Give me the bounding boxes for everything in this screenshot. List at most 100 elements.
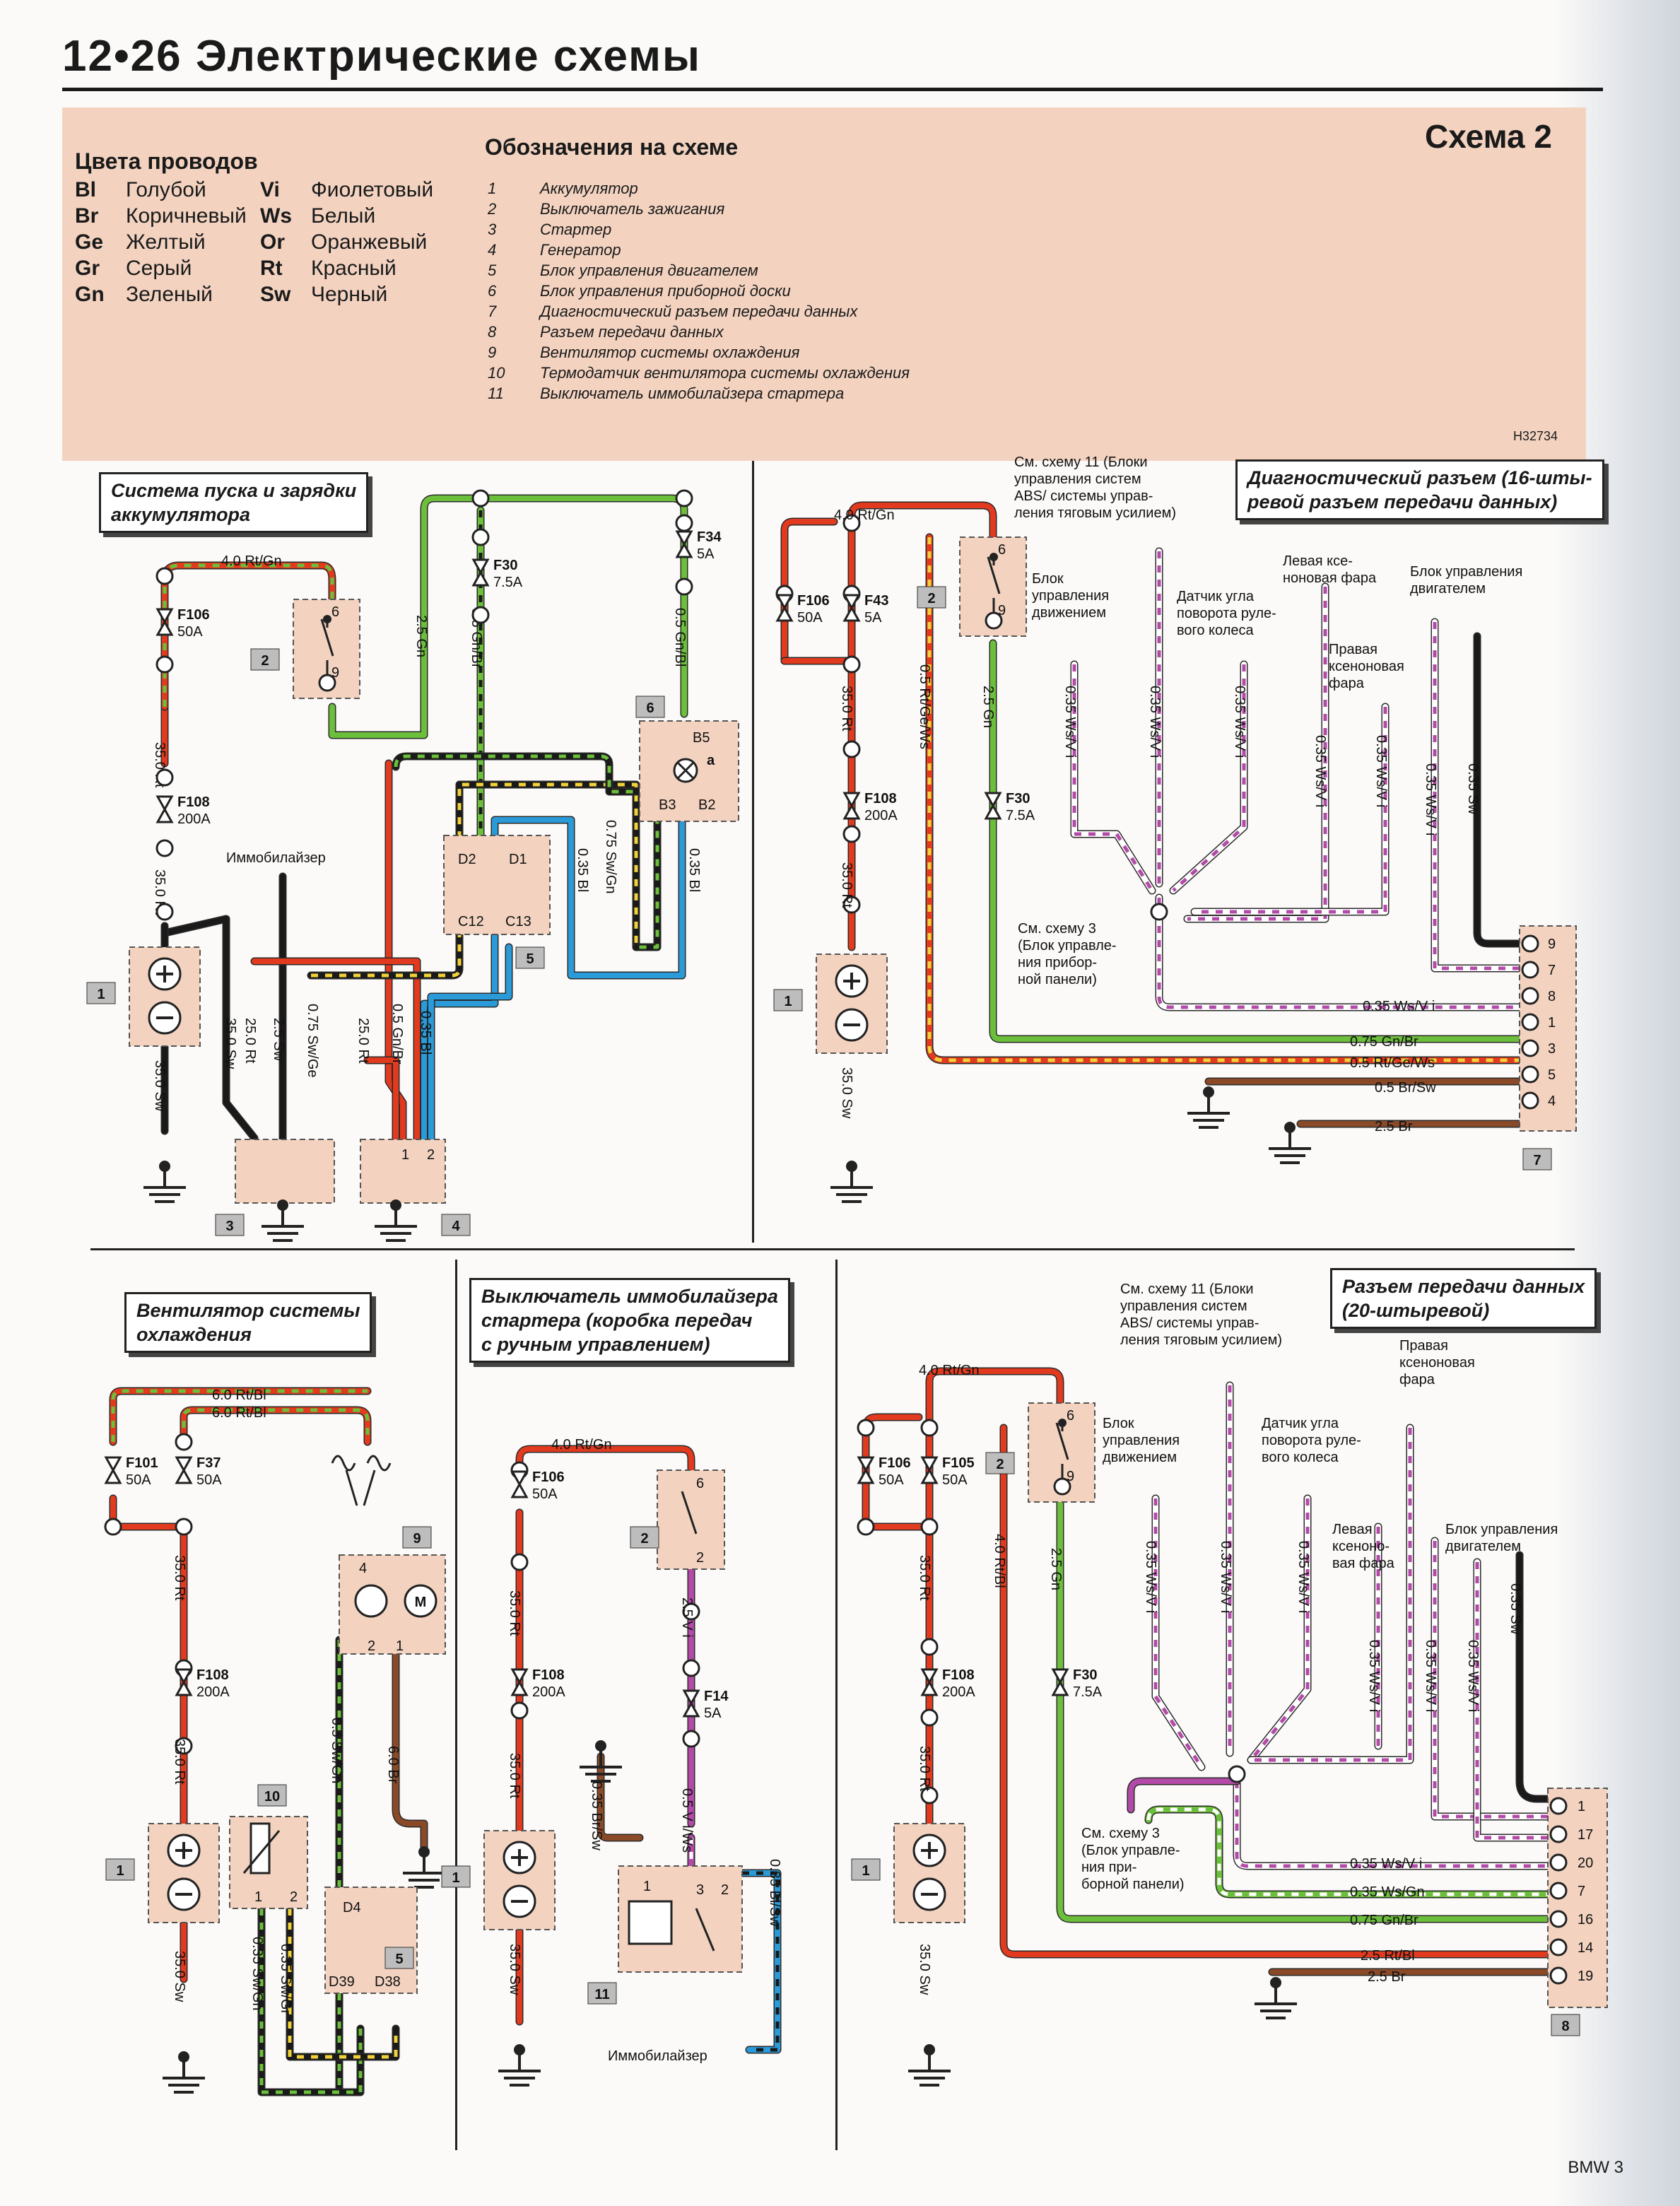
wire-label: 0.75 Sw/Gn	[603, 820, 618, 894]
tag-number: 10	[264, 1789, 280, 1805]
connector-pin	[1521, 987, 1539, 1005]
ground-symbol	[1269, 1122, 1311, 1164]
wire	[1473, 632, 1534, 948]
wire-outline	[1190, 703, 1390, 916]
wire-outline	[1515, 1551, 1563, 1803]
symbol-text: Разъем передачи данных	[540, 323, 724, 341]
tag-number: 2	[261, 653, 269, 669]
pin-number: 19	[1578, 1969, 1593, 1984]
wire-outline	[180, 1406, 372, 1446]
connector-node	[842, 896, 861, 914]
connector-node	[857, 1419, 875, 1437]
tag-bg	[86, 982, 116, 1004]
wire-core	[598, 1754, 642, 1841]
symbol-number: 2	[488, 200, 497, 218]
fuse-rating: 200A	[942, 1684, 975, 1700]
wire-core	[1192, 704, 1388, 915]
wire-core	[329, 495, 687, 738]
wire-label: 35.0 Sw	[223, 1018, 238, 1069]
wire-label: 0.5 Rt/Ge/Ws	[917, 664, 932, 749]
symbol-text: Выключатель зажигания	[540, 200, 725, 218]
fuse-rating: 50A	[797, 610, 823, 626]
ground-symbol	[908, 2044, 951, 2087]
connector-pin	[1521, 1013, 1539, 1031]
wire-label: 0.35 Ws/V i	[1296, 1541, 1311, 1613]
connector-pin	[1549, 1825, 1568, 1843]
fuse-id: F108	[177, 794, 210, 810]
fuse-id: F105	[942, 1455, 975, 1471]
fuse-symbol	[471, 558, 490, 587]
wire	[999, 1424, 1563, 1959]
connector-node	[920, 1518, 939, 1536]
component-tag	[215, 1214, 245, 1236]
wire-label: Левая ксе-ноновая фара	[1283, 553, 1377, 586]
wire-label: См. схему 3(Блок управле-ния прибор-ной …	[1018, 921, 1117, 987]
wire-core	[782, 519, 837, 664]
wire-label: 2	[290, 1889, 298, 1905]
wire	[328, 494, 688, 739]
wire-label: C13	[505, 914, 531, 929]
wire-label: 0.75 Gn/Br	[1350, 1913, 1418, 1928]
color-name: Фиолетовый	[311, 178, 434, 201]
tag-number: 1	[97, 987, 105, 1002]
wire-outline	[1233, 1777, 1563, 1870]
wire-label: Иммобилайзер	[608, 2048, 707, 2064]
wire-label: 35.0 Rt	[839, 862, 854, 908]
tag-bg	[635, 696, 665, 718]
wire-outline	[597, 1752, 644, 1842]
wire	[989, 639, 1534, 1043]
wire-core	[1248, 1425, 1413, 1763]
thermistor-arrow	[242, 1830, 281, 1874]
wire-label: 4.0 Rt/Gn	[551, 1437, 612, 1453]
wire-stripe	[1250, 1498, 1310, 1761]
wire-stripe	[1194, 707, 1387, 914]
fuse-body	[775, 594, 794, 622]
pin-number: 8	[1548, 989, 1556, 1004]
fuse-symbol	[1051, 1668, 1069, 1696]
symbol-text: Блок управления двигателем	[540, 262, 758, 279]
color-code: Br	[75, 204, 99, 228]
wire	[1056, 1494, 1563, 1923]
wire	[1183, 582, 1329, 923]
fuse-symbol	[675, 530, 693, 558]
connector-node	[920, 1786, 939, 1805]
fuse-id: F37	[196, 1455, 221, 1471]
plus-sign	[156, 966, 173, 982]
connector-pin	[1549, 1882, 1568, 1900]
connector-node	[471, 528, 490, 546]
fuse-id: F14	[704, 1689, 729, 1704]
fuse-symbol	[857, 1456, 875, 1484]
tag-bg	[215, 1214, 245, 1236]
battery-symbol	[148, 957, 182, 1035]
color-name: Зеленый	[126, 283, 213, 306]
wire-stripe	[1072, 664, 1154, 892]
tag-number: 5	[526, 951, 534, 967]
connector-node	[510, 1553, 529, 1571]
fuse-body	[920, 1668, 939, 1696]
symbol-text: Выключатель иммобилайзера стартера	[540, 385, 845, 402]
fuse-id: F106	[177, 607, 210, 623]
tag-number: 7	[1533, 1153, 1541, 1168]
tag-bg	[105, 1858, 135, 1881]
tag-number: 1	[452, 1870, 459, 1886]
terminal-label: 6	[1067, 1408, 1074, 1424]
pin-number: 17	[1578, 1827, 1593, 1843]
connector-node	[675, 577, 693, 596]
fuse-id: F34	[697, 529, 722, 545]
wire-label: 2	[368, 1638, 375, 1654]
wire	[1473, 1558, 1563, 1842]
symbol-number: 7	[488, 303, 497, 320]
color-code: Gn	[75, 283, 105, 306]
connector-pin	[1521, 1065, 1539, 1084]
wire-outline	[1431, 1537, 1563, 1821]
tag-bg	[441, 1214, 471, 1236]
pin-number: 7	[1578, 1884, 1585, 1899]
color-name: Желтый	[126, 230, 206, 254]
wire-label: 4.0 Rt/Gn	[834, 508, 895, 523]
fuse-body	[175, 1668, 193, 1696]
ground-symbol	[498, 2044, 541, 2087]
fuse-body	[1051, 1668, 1069, 1696]
figure-reference: H32734	[1512, 429, 1558, 443]
wire-core	[990, 640, 1533, 1042]
